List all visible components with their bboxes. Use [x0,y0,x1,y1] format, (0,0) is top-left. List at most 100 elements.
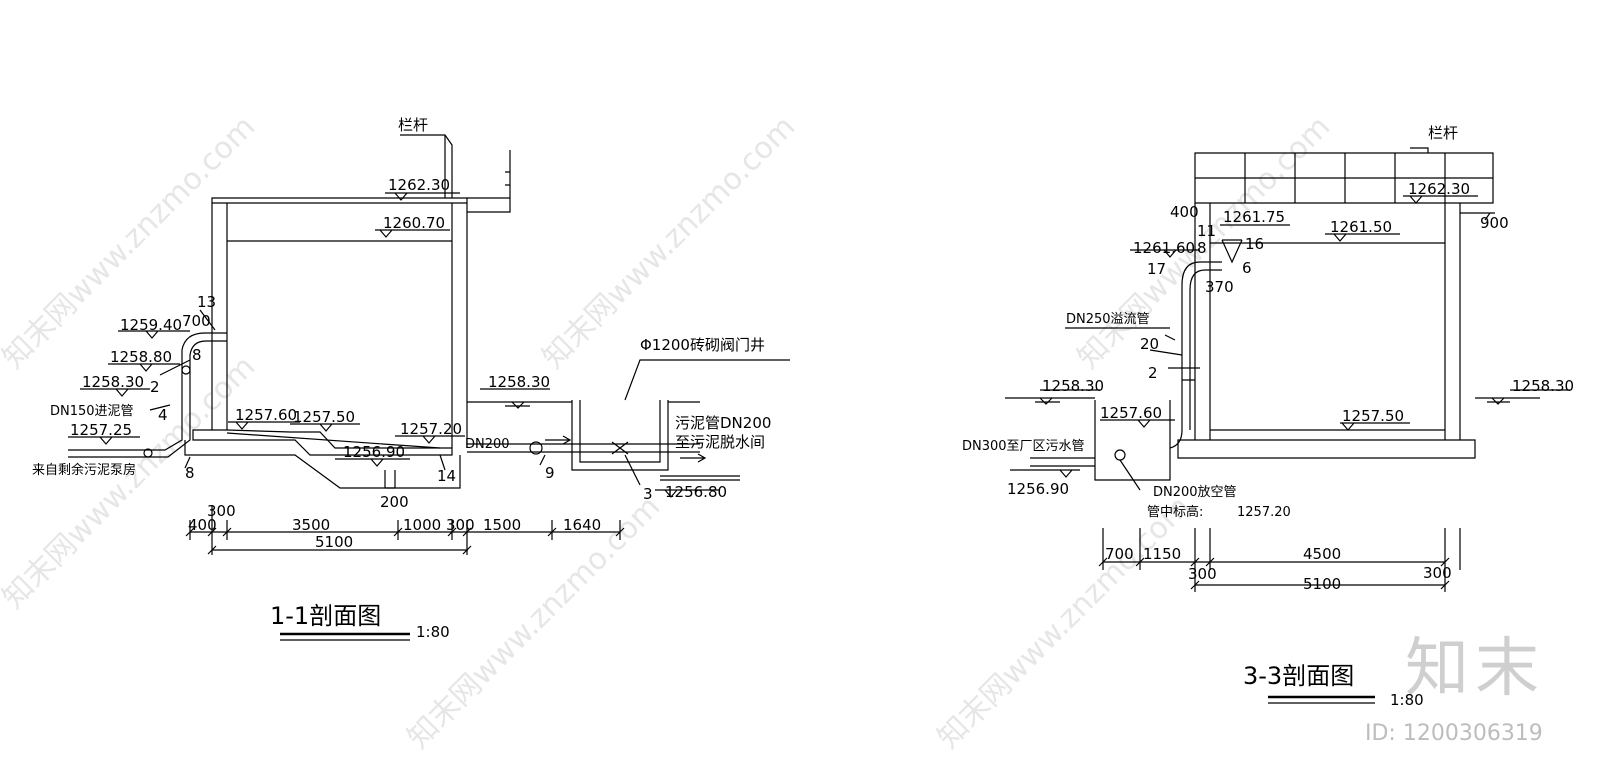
overflow-funnel [1221,239,1243,264]
drain-label: DN200放空管 [1153,485,1237,500]
valve-well-label: Φ1200砖砌阀门井 [640,336,765,354]
elev-ground-1: 1258.30 [488,373,550,391]
section-3-title: 3-3剖面图 [1243,662,1354,690]
tank-floor-3 [1177,439,1476,459]
railing-label: 栏杆 [398,116,428,134]
elev-water-level: 1260.70 [383,214,445,232]
ground-hatch [505,401,530,409]
railing-leader [400,134,453,198]
section-1-1: 栏杆 1262.30 1260.70 13 700 1259.40 8 1258… [32,116,790,641]
dim-5100: 5100 [315,533,353,551]
overflow-label: DN250溢流管 [1066,312,1150,327]
drain-leader [1119,379,1195,491]
callout-3: 3 [643,485,653,503]
inlet-pipe [68,332,227,458]
drain-pipe-end [1114,449,1126,461]
section-3-scale: 1:80 [1390,691,1424,709]
valve-well-leader [624,359,790,401]
elev-inlet-bottom: 1257.25 [70,421,132,439]
elev-outlet: 1256.80 [665,483,727,501]
dim-300b-3: 300 [1423,564,1452,582]
elev-inlet-mid: 1258.80 [110,348,172,366]
callout-8-3: 8 [1197,239,1207,257]
walkway [467,197,511,213]
dn200-label: DN200 [465,437,510,452]
overflow-bend [1169,429,1183,449]
callout-2: 2 [150,378,160,396]
railing-leader-3 [1410,147,1429,153]
callout-13: 13 [197,293,216,311]
section-1-title: 1-1剖面图 [270,602,381,630]
elev-ground-left-3: 1258.30 [1042,377,1104,395]
sewer-pipe [1030,457,1095,467]
sludge-pipe-label: 污泥管DN200 [675,414,771,432]
elev-marks-3 [1010,195,1570,478]
callout-370: 370 [1205,278,1234,296]
elev-center: 1257.20 [1237,505,1291,520]
center-label: 管中标高: [1147,504,1203,520]
gate-valve [611,441,629,455]
callout-6: 6 [1242,259,1252,277]
dim-3500: 3500 [292,516,330,534]
callout-700: 700 [182,312,211,330]
elev-top-railing: 1262.30 [388,176,450,194]
section-1-scale: 1:80 [416,623,450,641]
dim-1640: 1640 [563,516,601,534]
section-3-3: 栏杆 1262.30 400 1261.75 1261.50 900 11 12… [962,124,1574,709]
under-pipe [660,475,740,481]
dim-4500: 4500 [1303,545,1341,563]
tank-top-slab [211,197,468,204]
railing-label-3: 栏杆 [1428,124,1458,142]
callout-11: 11 [1197,222,1216,240]
sump [184,440,461,489]
railing-post [505,150,511,198]
dim-200: 200 [380,493,409,511]
elev-floor-right: 1257.20 [400,420,462,438]
elev-outlet-3: 1256.90 [1007,480,1069,498]
watermark-text: 知末网www.znzmo.com [0,109,262,375]
callout-4: 4 [158,406,168,424]
floor-slope [226,432,441,449]
elev-marks-1 [68,192,720,498]
dim-1150: 1150 [1143,545,1181,563]
dimension-lines-3 [1098,528,1461,592]
callout-9: 9 [545,464,555,482]
flow-arrow-2 [680,453,707,463]
source-label: 来自剩余污泥泵房 [32,462,136,478]
tank-floor [192,429,453,456]
callout-8-bottom: 8 [185,464,195,482]
callout-8-top: 8 [192,346,202,364]
tank-wall-right [451,203,468,448]
elev-well: 1257.60 [1100,404,1162,422]
elev-floor-left: 1257.60 [235,406,297,424]
elev-overflow-left: 1261.60 [1133,239,1195,257]
elev-inlet-upper: 1259.40 [120,316,182,334]
callout-400: 400 [1170,203,1199,221]
watermark-logo: 知末 [1405,632,1545,706]
elev-top-3: 1262.30 [1408,180,1470,198]
railing-grid [1194,152,1494,204]
elev-floor-mid: 1257.50 [293,408,355,426]
dim-700: 700 [1105,545,1134,563]
outlet-valve [529,441,543,455]
outlet-pipe [467,443,700,453]
callout-2-3: 2 [1148,364,1158,382]
inlet-pipe-label: DN150进泥管 [50,404,134,419]
watermark-text: 知末网www.znzmo.com [931,489,1197,755]
drain-well [1094,400,1171,481]
callout-leaders-1 [149,309,641,488]
tank-wall-right-3 [1444,203,1461,440]
flow-arrow [545,435,572,445]
dim-1000: 1000 [403,516,441,534]
destination-label: 至污泥脱水间 [675,433,765,451]
watermark-id: ID: 1200306319 [1365,721,1543,746]
elev-inlet-lower: 1258.30 [82,373,144,391]
callout-leaders-3 [1065,212,1491,369]
elev-water-3: 1261.50 [1330,218,1392,236]
dim-1500: 1500 [483,516,521,534]
ground-hatch-3 [1035,397,1510,405]
callout-16: 16 [1245,235,1264,253]
pipe-end [143,448,153,458]
sewer-label: DN300至厂区污水管 [962,439,1085,454]
